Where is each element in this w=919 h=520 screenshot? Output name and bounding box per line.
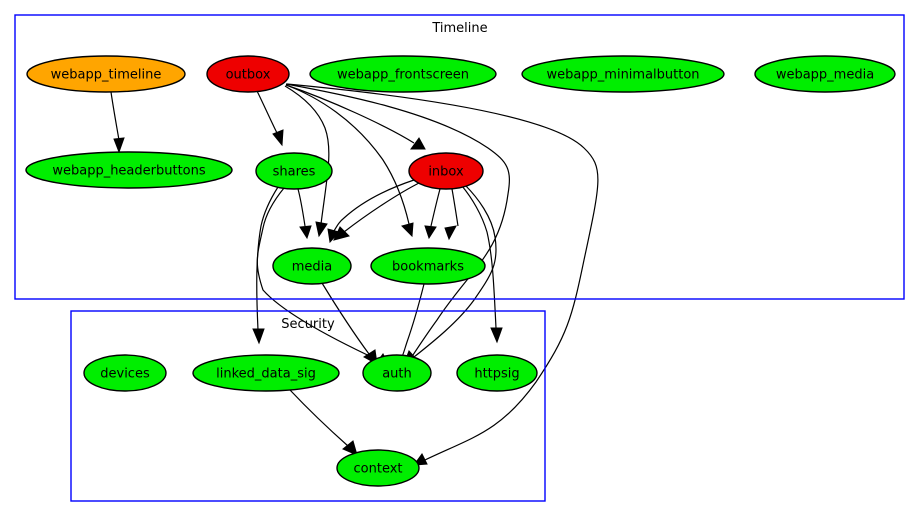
arrowhead-icon [272,129,284,147]
node-label-inbox: inbox [428,165,464,180]
arrowhead-icon [252,328,265,345]
node-webapp_minimalbutton[interactable]: webapp_minimalbutton [521,55,725,93]
edge-outbox-to-media [284,85,330,225]
arrowhead-icon [490,327,503,344]
node-label-webapp_frontscreen: webapp_frontscreen [337,68,469,83]
node-label-outbox: outbox [226,68,271,83]
node-bookmarks[interactable]: bookmarks [370,247,486,285]
arrowhead-icon [315,221,328,238]
edge-media-to-auth [321,282,370,355]
node-shape-context[interactable] [336,449,420,487]
cluster-label-security: Security [281,317,335,332]
node-shape-shares[interactable] [255,152,333,190]
edges-layer [110,83,599,466]
cluster-box-timeline [14,14,905,300]
node-shape-auth[interactable] [362,354,432,392]
edge-linked_data_sig-to-context [289,389,349,447]
node-label-bookmarks: bookmarks [392,260,464,275]
edge-shares-to-linked_data_sig [256,186,279,331]
arrowhead-icon [444,225,457,241]
arrowhead-icon [299,225,312,240]
edge-inbox-to-auth [413,184,497,358]
node-label-linked_data_sig: linked_data_sig [216,367,316,382]
node-shape-webapp_media[interactable] [754,55,896,93]
node-label-webapp_minimalbutton: webapp_minimalbutton [546,68,699,83]
edge-shares-to-media [297,188,306,227]
node-httpsig[interactable]: httpsig [456,354,538,392]
edge-bookmarks-to-auth [401,283,425,358]
edge-outbox-to-auth [285,83,510,365]
edge-outbox-to-shares [256,90,278,134]
node-media[interactable]: media [272,247,352,285]
node-shape-media[interactable] [272,247,352,285]
node-shape-outbox[interactable] [206,55,290,93]
edge-inbox-to-media [333,179,415,232]
cluster-label-timeline: Timeline [431,21,487,36]
node-outbox[interactable]: outbox [206,55,290,93]
node-inbox[interactable]: inbox [408,152,484,190]
node-shares[interactable]: shares [255,152,333,190]
node-label-devices: devices [100,367,150,382]
node-label-media: media [292,260,333,275]
node-auth[interactable]: auth [362,354,432,392]
edge-inbox-to-bookmarks [430,188,441,227]
node-label-shares: shares [273,165,316,180]
node-label-webapp_media: webapp_media [776,68,874,83]
node-webapp_media[interactable]: webapp_media [754,55,896,93]
node-context[interactable]: context [336,449,420,487]
node-shape-webapp_minimalbutton[interactable] [521,55,725,93]
edge-outbox-to-context [286,83,599,461]
node-shape-inbox[interactable] [408,152,484,190]
node-shape-devices[interactable] [83,354,167,392]
node-linked_data_sig[interactable]: linked_data_sig [192,354,340,392]
arrowhead-icon [410,137,426,150]
arrowhead-icon [327,228,340,244]
node-shape-linked_data_sig[interactable] [192,354,340,392]
arrowhead-icon [424,225,437,240]
cluster-box-security [70,310,546,502]
node-webapp_timeline[interactable]: webapp_timeline [26,55,186,93]
node-devices[interactable]: devices [83,354,167,392]
edge-outbox-to-bookmarks [285,84,410,225]
edge-webapp_timeline-to-webapp_headerbuttons [110,91,120,141]
node-webapp_frontscreen[interactable]: webapp_frontscreen [309,55,497,93]
node-label-auth: auth [382,367,412,382]
node-label-webapp_headerbuttons: webapp_headerbuttons [52,164,206,179]
node-shape-webapp_timeline[interactable] [26,55,186,93]
arrowhead-icon [113,137,125,154]
edge-shares-to-auth [256,187,379,361]
node-webapp_headerbuttons[interactable]: webapp_headerbuttons [25,151,233,189]
node-shape-webapp_headerbuttons[interactable] [25,151,233,189]
node-label-context: context [354,462,403,477]
node-shape-webapp_frontscreen[interactable] [309,55,497,93]
node-shape-bookmarks[interactable] [370,247,486,285]
arrowhead-icon [401,222,414,238]
edge-inbox-to-bookmarks [451,188,459,227]
node-label-webapp_timeline: webapp_timeline [51,68,162,83]
edge-inbox-to-media [343,181,422,233]
arrowhead-icon [342,440,358,456]
node-shape-httpsig[interactable] [456,354,538,392]
node-label-httpsig: httpsig [474,367,519,382]
edge-outbox-to-inbox [285,84,415,144]
